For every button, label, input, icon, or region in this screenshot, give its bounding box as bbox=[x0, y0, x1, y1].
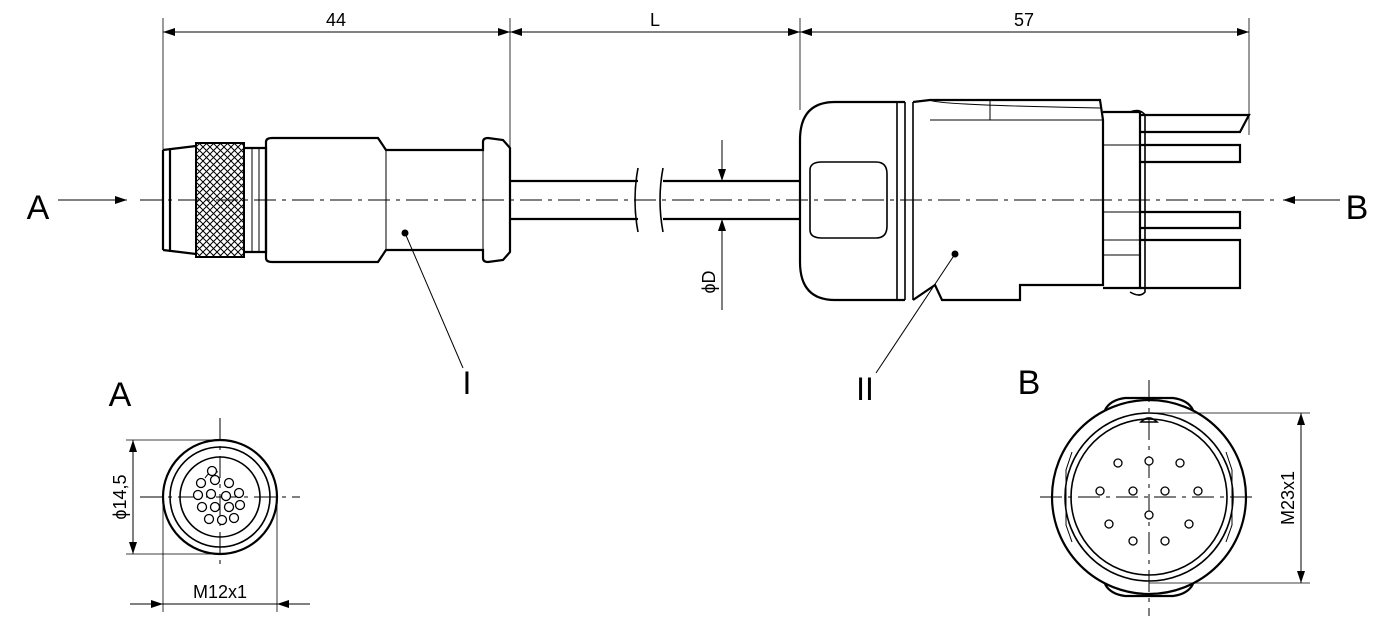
contact-pin bbox=[1113, 458, 1123, 468]
contact-pin bbox=[1160, 486, 1170, 496]
contact-pin bbox=[192, 489, 204, 501]
contact-pin bbox=[223, 501, 235, 513]
connector-ii-side-view bbox=[798, 98, 1251, 302]
contact-pin bbox=[206, 465, 218, 477]
callout-part-i: I bbox=[463, 365, 472, 401]
view-arrow-a-label: A bbox=[27, 189, 50, 227]
section-b-title: B bbox=[1018, 364, 1041, 402]
contact-pin bbox=[209, 501, 221, 513]
contact-pin bbox=[209, 474, 221, 486]
dimension-cable-length: L bbox=[650, 10, 660, 30]
contact-pin bbox=[195, 477, 207, 489]
contact-pin bbox=[216, 514, 228, 526]
dimension-cable-diameter: ϕD bbox=[699, 270, 719, 293]
contact-pin bbox=[196, 501, 208, 513]
contact-pin bbox=[1104, 519, 1114, 529]
view-b-front bbox=[1040, 380, 1310, 616]
section-a-title: A bbox=[109, 376, 132, 414]
view-arrow-b-label: B bbox=[1346, 189, 1369, 227]
contact-pin bbox=[220, 490, 232, 502]
dimension-view-a-thread: M12x1 bbox=[193, 582, 247, 602]
contact-pin bbox=[1144, 510, 1154, 520]
contact-pin bbox=[233, 487, 245, 499]
contact-pin bbox=[1128, 536, 1138, 546]
contact-pin bbox=[223, 477, 235, 489]
dimension-view-b-thread: M23x1 bbox=[1278, 471, 1298, 525]
dimension-view-a-diameter: ϕ14,5 bbox=[110, 474, 130, 519]
contact-pin bbox=[1175, 458, 1185, 468]
contact-pin bbox=[205, 488, 217, 500]
contact-pin bbox=[1160, 536, 1170, 546]
contact-pin bbox=[1144, 456, 1154, 466]
contact-pin bbox=[1095, 486, 1105, 496]
contact-pin bbox=[234, 499, 246, 511]
dimension-right-length: 57 bbox=[1014, 10, 1034, 30]
contact-pin bbox=[203, 513, 215, 525]
contact-pin bbox=[1193, 486, 1203, 496]
contact-pin bbox=[1184, 519, 1194, 529]
top-dimensions bbox=[162, 18, 1250, 155]
contact-pin bbox=[1128, 486, 1138, 496]
dimension-left-length: 44 bbox=[326, 10, 346, 30]
view-a-front bbox=[126, 418, 310, 612]
callout-part-ii: II bbox=[856, 371, 874, 407]
callout-leaders bbox=[401, 229, 959, 374]
contact-pin bbox=[228, 512, 240, 524]
